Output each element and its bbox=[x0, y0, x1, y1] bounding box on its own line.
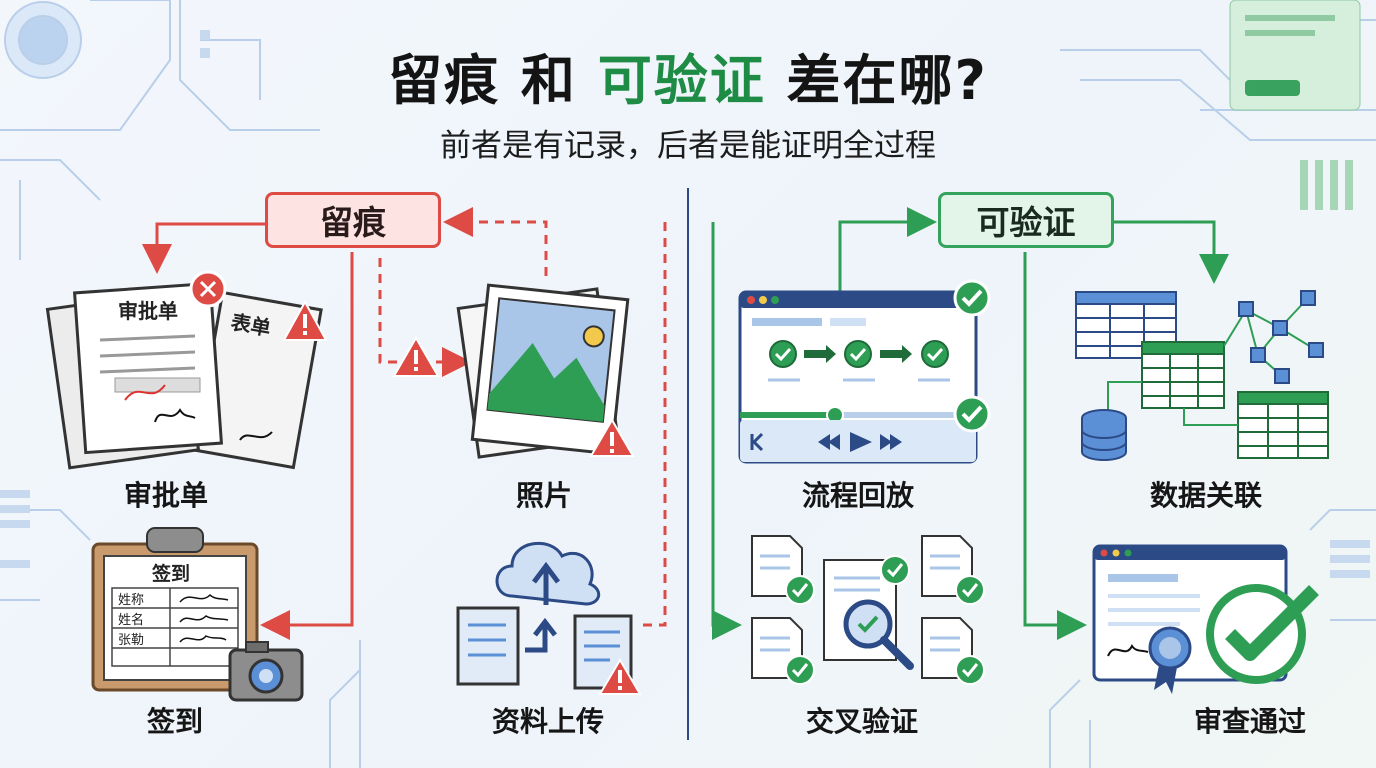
label-linkage: 数据关联 bbox=[1149, 479, 1263, 512]
connector-to-signin bbox=[260, 252, 354, 640]
dashed-connector-from-photo bbox=[443, 207, 548, 276]
label-replay: 流程回放 bbox=[801, 479, 915, 512]
label-audit-pass: 审查通过 bbox=[1193, 705, 1307, 738]
connector-to-cross-check bbox=[711, 222, 742, 640]
label-signin: 签到 bbox=[146, 705, 204, 738]
dashed-connector-from-upload bbox=[640, 222, 667, 627]
title-part1: 留痕 和 bbox=[388, 49, 598, 112]
approval-doc-title: 审批单 bbox=[118, 299, 178, 323]
signin-row-3: 张勒 bbox=[118, 633, 144, 648]
right-heading-tag: 可验证 bbox=[938, 192, 1114, 248]
signin-clipboard-icon: 签到 姓称 姓名 张勒 bbox=[91, 527, 304, 702]
label-approval: 审批单 bbox=[123, 479, 209, 512]
connector-to-replay bbox=[838, 207, 937, 292]
signin-sheet-title: 签到 bbox=[151, 562, 190, 585]
approval-document-icon: 审批单 表单 bbox=[45, 270, 328, 470]
page-title: 留痕 和 可验证 差在哪? bbox=[0, 36, 1376, 115]
warning-icon bbox=[392, 336, 440, 377]
label-upload: 资料上传 bbox=[491, 705, 605, 738]
process-replay-icon bbox=[738, 279, 991, 464]
upload-icon bbox=[456, 541, 642, 695]
label-photo: 照片 bbox=[515, 479, 573, 512]
signin-row-2: 姓名 bbox=[118, 612, 144, 628]
left-connectors bbox=[142, 207, 667, 640]
data-linkage-icon bbox=[1075, 290, 1329, 461]
title-part2: 差在哪? bbox=[765, 49, 988, 112]
signin-row-1: 姓称 bbox=[118, 593, 144, 608]
right-connectors bbox=[711, 207, 1229, 640]
cross-check-icon bbox=[751, 535, 985, 685]
photo-icon bbox=[456, 283, 635, 459]
title-highlight: 可验证 bbox=[597, 49, 766, 112]
connector-to-approval bbox=[142, 222, 265, 274]
left-heading-tag: 留痕 bbox=[265, 192, 441, 248]
label-cross-check: 交叉验证 bbox=[805, 705, 919, 738]
page-subtitle: 前者是有记录，后者是能证明全过程 bbox=[440, 128, 936, 164]
connector-to-linkage bbox=[1114, 220, 1229, 284]
connector-to-audit bbox=[1023, 252, 1087, 640]
audit-passed-icon bbox=[1092, 544, 1319, 694]
dashed-connector-to-photo bbox=[378, 258, 472, 377]
